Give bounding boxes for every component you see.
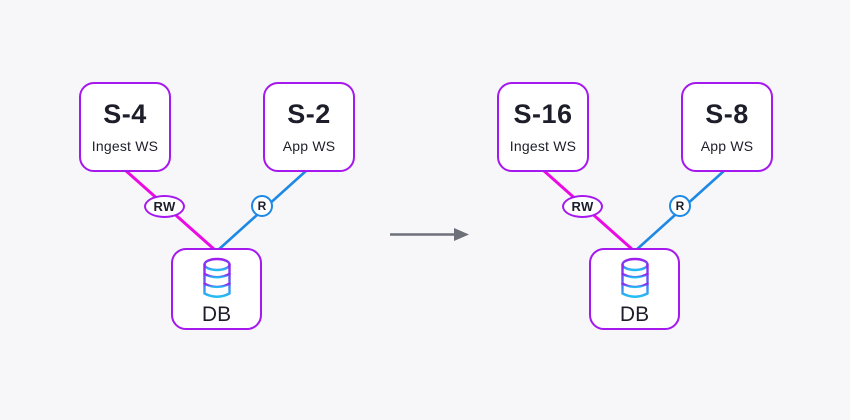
write-access-badge: RW — [562, 195, 603, 218]
cluster-before: S-4 Ingest WS S-2 App WS — [79, 82, 355, 332]
db-label: DB — [619, 303, 650, 326]
database-icon — [202, 257, 231, 298]
node-title: S-16 — [513, 99, 573, 129]
read-access-badge: R — [669, 195, 691, 217]
right-arrow-icon — [390, 228, 469, 241]
node-subtitle: App WS — [282, 138, 336, 154]
node-title: S-4 — [103, 99, 147, 129]
node-database: DB — [171, 248, 262, 330]
node-subtitle: App WS — [700, 138, 754, 154]
node-title: S-8 — [705, 99, 749, 129]
database-icon — [620, 257, 649, 298]
cluster-after: S-16 Ingest WS S-8 App WS — [497, 82, 773, 332]
node-app-ws: S-2 App WS — [263, 82, 355, 172]
read-access-badge: R — [251, 195, 273, 217]
node-subtitle: Ingest WS — [91, 138, 159, 154]
node-subtitle: Ingest WS — [509, 138, 577, 154]
node-app-ws: S-8 App WS — [681, 82, 773, 172]
write-access-badge: RW — [144, 195, 185, 218]
node-ingest-ws: S-16 Ingest WS — [497, 82, 589, 172]
node-database: DB — [589, 248, 680, 330]
node-title: S-2 — [287, 99, 331, 129]
node-ingest-ws: S-4 Ingest WS — [79, 82, 171, 172]
db-label: DB — [201, 303, 232, 326]
